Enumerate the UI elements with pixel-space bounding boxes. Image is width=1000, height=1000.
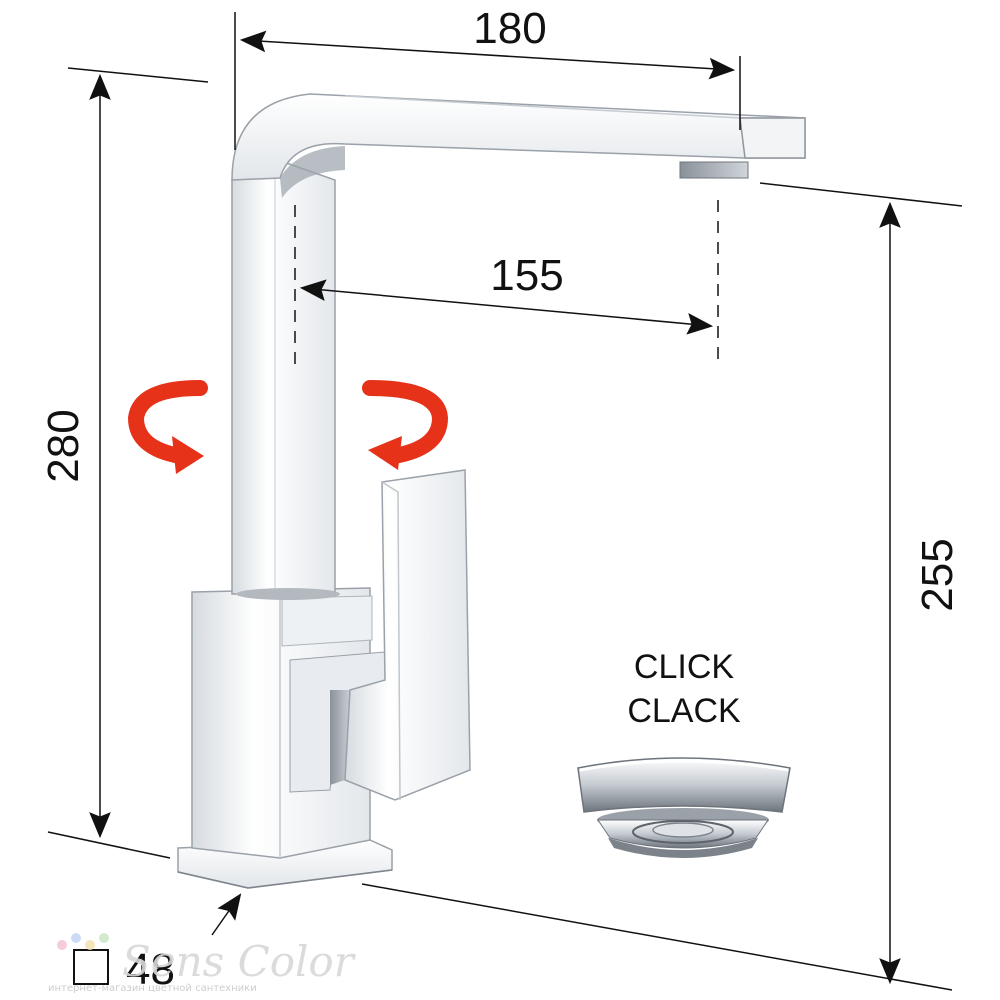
watermark-tagline: интернет-магазин цветной сантехники [48,983,257,994]
hole-diameter-label: 48 [126,945,175,994]
hole-diameter-icon [73,949,109,985]
faucet-column [231,159,336,595]
rotate-clockwise-icon [362,380,449,470]
dim-label-155: 155 [490,251,563,300]
dimension-lines [47,12,963,991]
drain-label-line1: CLICK [634,648,734,686]
faucet-illustration [177,93,806,889]
hole-pointer-arrow [211,893,242,936]
dim-line-180 [239,30,736,80]
dim-label-255: 255 [913,538,962,611]
dim-line-155 [299,279,714,335]
click-clack-drain-illustration [577,757,791,858]
dim-label-180: 180 [473,4,546,53]
lever-handle [344,469,471,801]
watermark-brand: Sens Color [122,937,357,986]
rotate-counterclockwise-icon [127,380,208,474]
dim-label-280: 280 [39,409,88,482]
spout-aerator [679,161,749,179]
watermark-logo: Sens Color интернет-магазин цветной сант… [48,933,357,994]
drain-label-line2: CLACK [627,692,741,730]
